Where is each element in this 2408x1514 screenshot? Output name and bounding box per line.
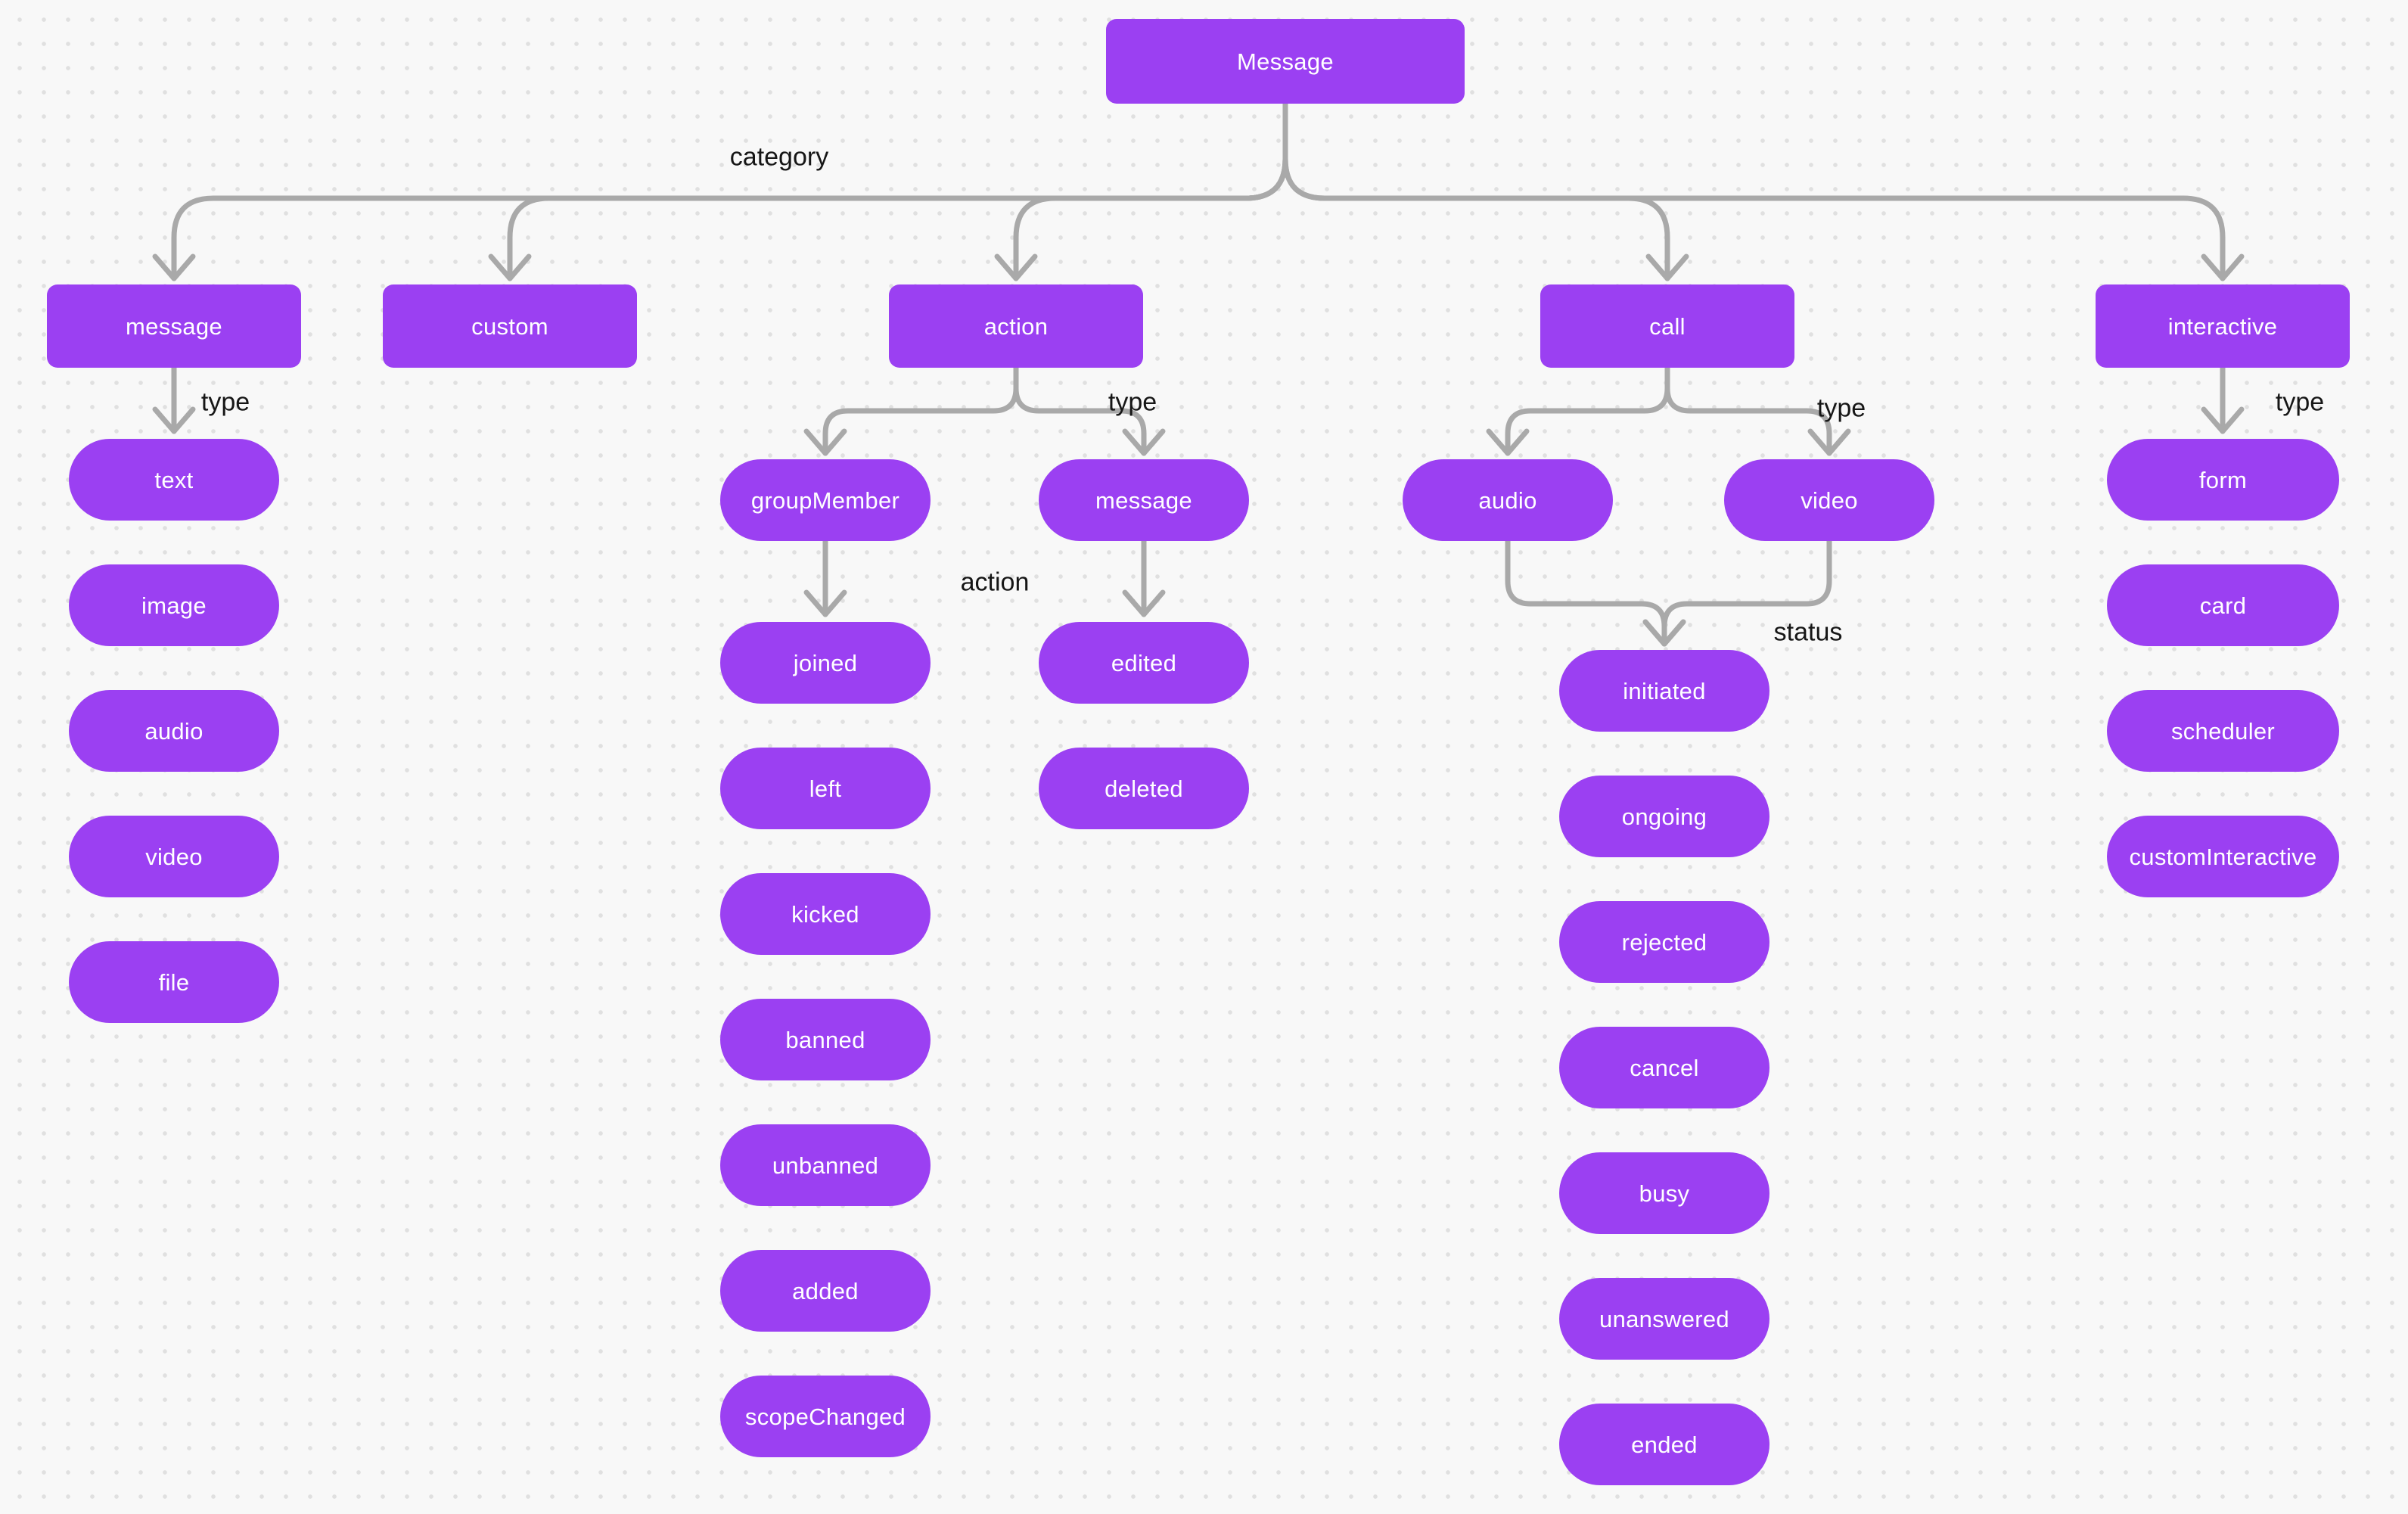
edge-root-message--cat-interactive — [1282, 101, 2245, 281]
node-msg-type-image[interactable]: image — [69, 564, 279, 646]
edge-cat-action--action-group-member — [803, 365, 1019, 456]
edge-root-message--cat-call — [1282, 101, 1689, 281]
node-call-initiated[interactable]: initiated — [1559, 650, 1769, 732]
node-call-cancel[interactable]: cancel — [1559, 1027, 1769, 1108]
node-call-ended[interactable]: ended — [1559, 1404, 1769, 1485]
node-int-form[interactable]: form — [2107, 439, 2339, 521]
node-int-card[interactable]: card — [2107, 564, 2339, 646]
node-action-group-member[interactable]: groupMember — [720, 459, 931, 541]
node-int-scheduler[interactable]: scheduler — [2107, 690, 2339, 772]
node-msg-type-file[interactable]: file — [69, 941, 279, 1023]
edge-cat-call--call-video — [1664, 365, 1851, 456]
node-cat-message[interactable]: message — [47, 284, 301, 368]
node-msg-type-video[interactable]: video — [69, 816, 279, 897]
edge-cat-call--call-audio — [1486, 365, 1670, 456]
node-am-deleted[interactable]: deleted — [1039, 748, 1249, 829]
edge-label-type-action: type — [1108, 387, 1157, 417]
node-root-message[interactable]: Message — [1106, 19, 1465, 104]
node-msg-type-audio[interactable]: audio — [69, 690, 279, 772]
edge-label-type-call: type — [1816, 393, 1866, 423]
node-gm-left[interactable]: left — [720, 748, 931, 829]
node-gm-banned[interactable]: banned — [720, 999, 931, 1080]
node-call-rejected[interactable]: rejected — [1559, 901, 1769, 983]
node-am-edited[interactable]: edited — [1039, 622, 1249, 704]
edge-root-message--cat-message — [152, 101, 1288, 281]
edge-root-message--cat-custom — [488, 101, 1288, 281]
node-call-unanswered[interactable]: unanswered — [1559, 1278, 1769, 1360]
node-int-custom-interactive[interactable]: customInteractive — [2107, 816, 2339, 897]
node-gm-joined[interactable]: joined — [720, 622, 931, 704]
node-cat-action[interactable]: action — [889, 284, 1143, 368]
node-call-busy[interactable]: busy — [1559, 1152, 1769, 1234]
edge-label-type-interactive: type — [2275, 387, 2325, 417]
edge-label-type-message: type — [200, 387, 250, 417]
node-msg-type-text[interactable]: text — [69, 439, 279, 521]
edge-root-message--cat-action — [994, 101, 1288, 281]
node-action-message[interactable]: message — [1039, 459, 1249, 541]
node-cat-call[interactable]: call — [1540, 284, 1794, 368]
edge-call-audio--call-initiated — [1505, 538, 1686, 647]
edge-label-category: category — [729, 142, 829, 172]
node-gm-kicked[interactable]: kicked — [720, 873, 931, 955]
node-gm-unbanned[interactable]: unbanned — [720, 1124, 931, 1206]
node-cat-custom[interactable]: custom — [383, 284, 637, 368]
node-call-audio[interactable]: audio — [1403, 459, 1613, 541]
node-call-ongoing[interactable]: ongoing — [1559, 776, 1769, 857]
edge-label-status: status — [1773, 617, 1843, 647]
node-gm-added[interactable]: added — [720, 1250, 931, 1332]
node-gm-scope-changed[interactable]: scopeChanged — [720, 1376, 931, 1457]
node-call-video[interactable]: video — [1724, 459, 1934, 541]
node-cat-interactive[interactable]: interactive — [2096, 284, 2350, 368]
edge-label-action: action — [960, 567, 1030, 597]
